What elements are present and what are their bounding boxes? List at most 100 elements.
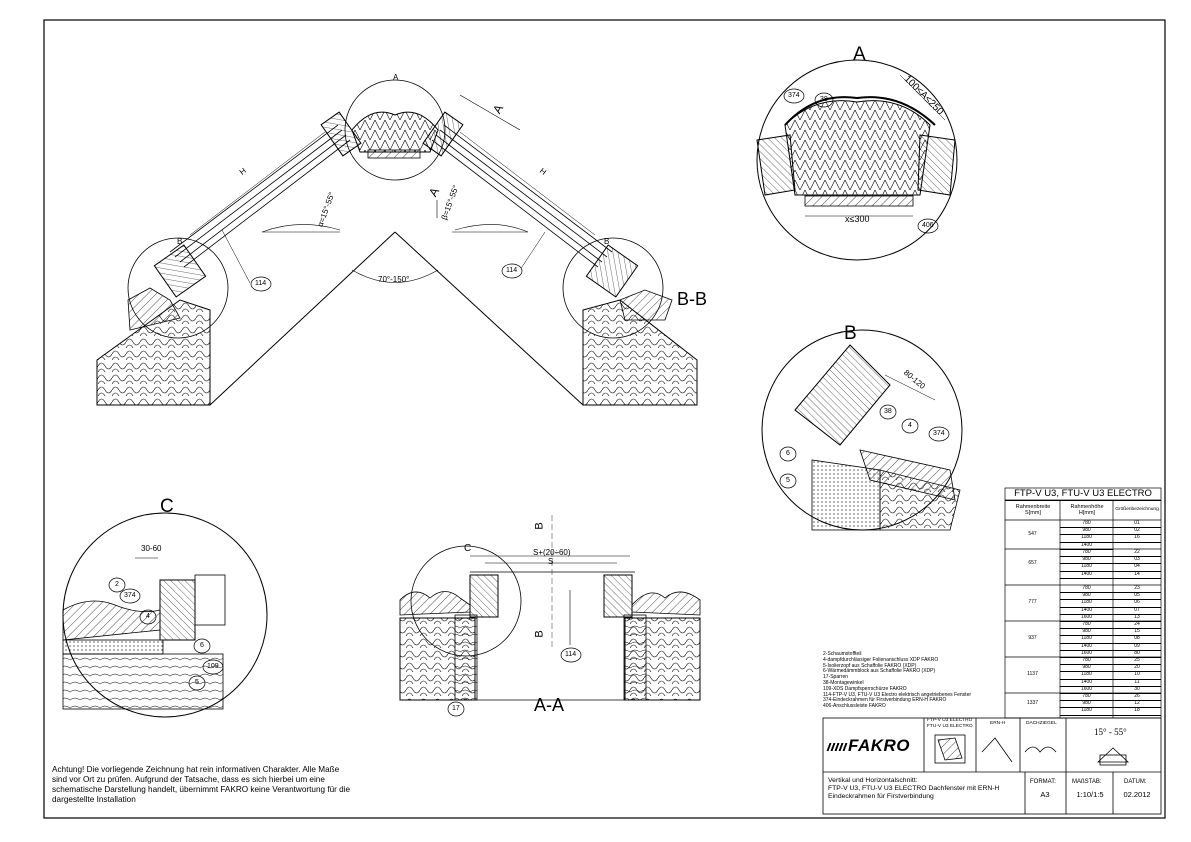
callout-38-b: 38 xyxy=(884,408,892,415)
detail-a-drawing xyxy=(756,59,958,261)
dim-x-max: x≤300 xyxy=(845,214,870,224)
legend-item: 114-FTP-V U3, FTU-V U3 Electro elektrisc… xyxy=(823,691,972,698)
ridge-circle-label: A xyxy=(393,73,399,82)
table-size-cell: 03 xyxy=(1113,556,1161,565)
table-size-cell: 20 xyxy=(1113,664,1161,673)
tb-scale-label: MAßSTAB: xyxy=(1072,779,1102,785)
aa-circle-label: C xyxy=(464,543,472,554)
callout-6-b: 6 xyxy=(786,450,790,457)
cut-b-label: B xyxy=(533,522,546,530)
tb-col2-header: ERN-H xyxy=(990,721,1006,726)
b-left-label: B xyxy=(177,237,183,246)
table-height-cell: 780 xyxy=(1060,693,1113,702)
callout-4-c: 4 xyxy=(146,613,150,620)
legend-item: 17-Sparren xyxy=(823,674,849,681)
title-block-grid xyxy=(822,717,1162,815)
table-size-cell: 14 xyxy=(1113,571,1161,579)
table-size-cell: 09 xyxy=(1113,643,1161,651)
table-header-width: Rahmenbreite S[mm] xyxy=(1015,504,1051,516)
table-height-cell: 1600 xyxy=(1060,686,1113,694)
callout-6-c: 6 xyxy=(200,642,204,649)
tb-desc-line2: FTP-V U3, FTU-V U3 ELECTRO Dachfenster m… xyxy=(828,785,1000,792)
legend-item: 374-Eindeckrahmen für Firstverbindung ER… xyxy=(823,697,947,704)
section-aa-drawing xyxy=(399,515,701,701)
table-height-cell: 1400 xyxy=(1060,643,1113,651)
table-size-cell: 08 xyxy=(1113,635,1161,644)
table-height-cell: 1600 xyxy=(1060,650,1113,658)
callout-374-a: 374 xyxy=(788,92,800,99)
table-header-size: Größenbezeichnung xyxy=(1115,507,1159,512)
tb-col1-header-1: FTP-V U3 ELECTRO xyxy=(927,718,973,723)
brand-name: FAKRO xyxy=(848,736,910,755)
dim-angle-range: 70°-150° xyxy=(378,275,410,284)
detail-b-drawing xyxy=(761,329,963,531)
table-height-cell: 1180 xyxy=(1060,563,1113,572)
table-size-cell: 12 xyxy=(1113,700,1161,709)
tb-desc-line1: Vertikal und Horizontalschnitt: xyxy=(828,777,918,784)
detail-c-drawing xyxy=(62,512,268,718)
table-height-cell: 1180 xyxy=(1060,534,1113,543)
tb-date-value: 02.2012 xyxy=(1123,790,1151,799)
table-size-cell: 01 xyxy=(1113,520,1161,529)
table-height-cell: 980 xyxy=(1060,527,1113,536)
callout-2-c: 2 xyxy=(115,581,119,588)
tb-desc-line3: Eindeckrahmen für Firstverbindung xyxy=(828,793,934,800)
table-size-cell: 80 xyxy=(1113,650,1161,658)
table-height-cell: 1400 xyxy=(1060,571,1113,579)
detail-b-label: B xyxy=(844,323,857,344)
section-aa-label: A-A xyxy=(534,695,565,715)
table-height-cell: 980 xyxy=(1060,556,1113,565)
parts-legend: 2-Schaumstoffteil 4-dampfdurchlässiger F… xyxy=(823,651,972,710)
table-height-cell: 780 xyxy=(1060,585,1113,594)
dim-s: S xyxy=(548,557,554,566)
legend-item: 6-Wärmedämmblock aus Schaffolie FAKRO (X… xyxy=(823,668,936,675)
dim-30-60: 30-60 xyxy=(141,544,162,553)
table-size-cell: 24 xyxy=(1113,621,1161,630)
table-height-cell: 780 xyxy=(1060,520,1113,529)
dim-s-formula: S+(20÷60) xyxy=(533,548,571,557)
table-height-cell: 780 xyxy=(1060,657,1113,666)
table-size-cell: 13 xyxy=(1113,614,1161,622)
table-height-cell: 980 xyxy=(1060,592,1113,601)
legend-item: 406-Anschlussleiste FAKRO xyxy=(823,703,886,710)
logo-mark-icon xyxy=(826,743,848,751)
table-size-cell: 02 xyxy=(1113,527,1161,536)
callout-109: 109 xyxy=(207,663,219,670)
tb-col3-header: DACHZIEGEL xyxy=(1026,721,1057,726)
table-size-cell: 07 xyxy=(1113,607,1161,615)
table-height-cell: 1180 xyxy=(1060,599,1113,608)
callout-38-a: 38 xyxy=(820,96,828,103)
table-size-cell: 11 xyxy=(1113,679,1161,687)
table-width-cell: 1337 xyxy=(1026,700,1039,707)
callout-4-b: 4 xyxy=(908,422,912,429)
table-size-cell: 15 xyxy=(1113,628,1161,637)
table-size-cell: 30 xyxy=(1113,686,1161,694)
table-height-cell: 1180 xyxy=(1060,635,1113,644)
table-width-cell: 777 xyxy=(1028,599,1037,606)
detail-c-label: C xyxy=(160,496,174,517)
disclaimer-note: Achtung! Die vorliegende Zeichnung hat r… xyxy=(52,765,351,804)
table-size-cell xyxy=(1113,541,1161,543)
table-width-cell: 547 xyxy=(1028,530,1037,537)
legend-item: 38-Montagewinkel xyxy=(823,679,864,686)
table-height-cell: 1180 xyxy=(1060,671,1113,680)
legend-item: 5-Isolierzopf aus Schaffolie FAKRO (XDP) xyxy=(823,662,917,669)
ridge-section-drawing xyxy=(96,79,698,406)
table-height-cell: 1400 xyxy=(1060,679,1113,687)
sheet-border xyxy=(43,19,1166,819)
table-size-cell: 06 xyxy=(1113,599,1161,608)
table-height-cell: 780 xyxy=(1060,549,1113,558)
table-height-cell: 980 xyxy=(1060,628,1113,637)
callout-114-aa: 114 xyxy=(565,651,577,658)
tb-date-label: DATUM: xyxy=(1124,779,1147,785)
callout-374-b: 374 xyxy=(933,430,945,437)
legend-item: 2-Schaumstoffteil xyxy=(823,651,862,657)
tb-format-label: FORMAT: xyxy=(1030,779,1056,785)
table-title: FTP-V U3, FTU-V U3 ELECTRO xyxy=(1005,488,1161,501)
table-size-cell: 05 xyxy=(1113,592,1161,601)
callout-374-c: 374 xyxy=(124,592,136,599)
table-height-cell: 980 xyxy=(1060,664,1113,673)
cut-b2-label: B xyxy=(533,630,546,638)
section-bb-label: B-B xyxy=(677,289,708,309)
